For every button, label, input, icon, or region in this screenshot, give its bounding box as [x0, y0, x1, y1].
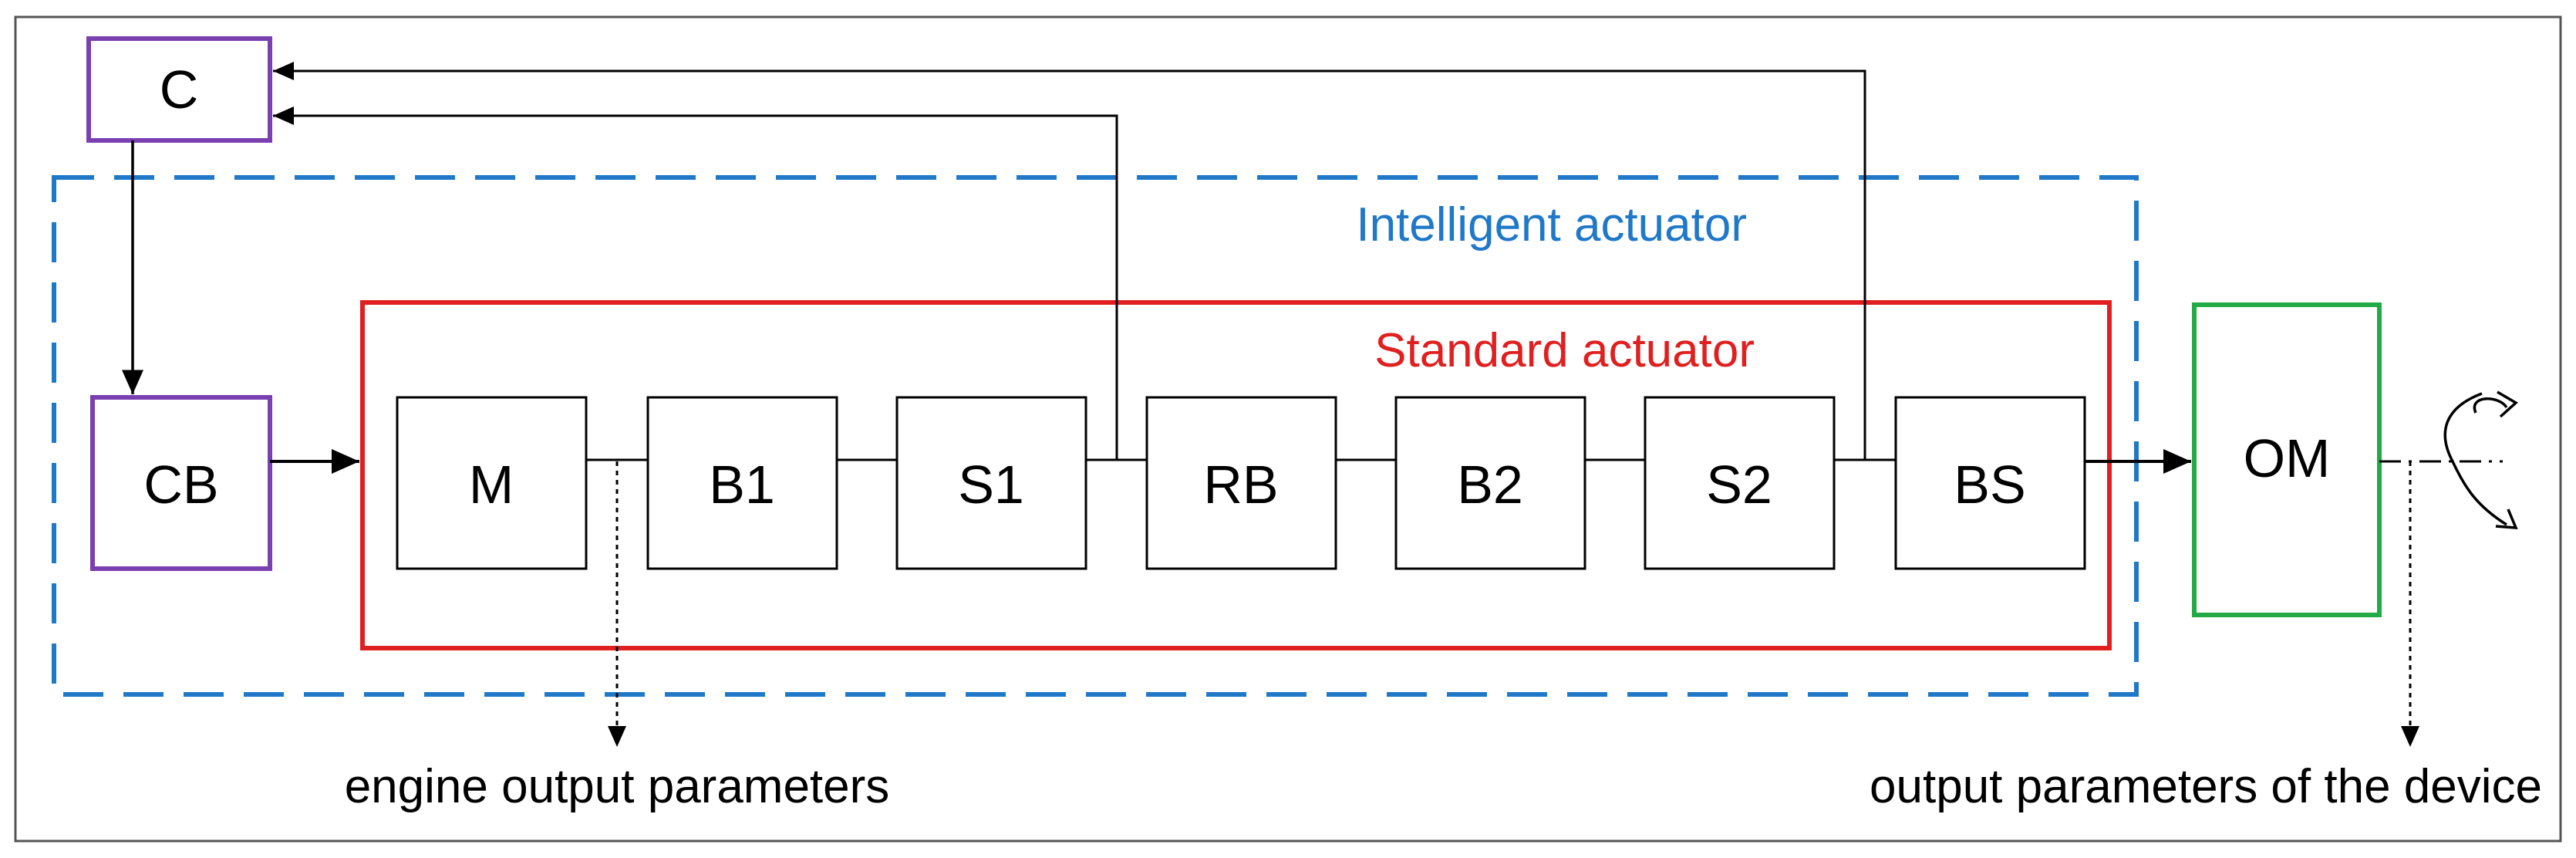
block-bs — [1894, 396, 2086, 570]
intelligent-actuator-boundary — [52, 175, 2139, 697]
block-s1-label: S1 — [958, 454, 1024, 515]
standard-actuator-label: Standard actuator — [1374, 324, 1755, 377]
output-mechanism-block — [2192, 302, 2382, 617]
rotation-icon — [2443, 390, 2518, 529]
control-block-cb — [90, 395, 272, 571]
block-m-label: M — [469, 454, 514, 515]
block-b2-label: B2 — [1457, 454, 1523, 515]
block-rb-label: RB — [1203, 454, 1278, 515]
figure-frame — [14, 15, 2562, 843]
device-output-parameters-label: output parameters of the device — [1870, 760, 2542, 813]
block-b1-label: B1 — [709, 454, 775, 515]
controller-label: C — [160, 59, 199, 120]
block-s2 — [1644, 396, 1836, 570]
controller-block — [86, 36, 272, 143]
feedback-s2-to-c — [273, 62, 1866, 460]
block-rb — [1145, 396, 1337, 570]
block-bs-label: BS — [1954, 454, 2025, 515]
block-b1 — [646, 396, 838, 570]
intelligent-actuator-label: Intelligent actuator — [1356, 198, 1747, 252]
block-s1 — [895, 396, 1087, 570]
standard-actuator-boundary — [360, 300, 2112, 650]
om-label: OM — [2244, 428, 2331, 488]
block-s2-label: S2 — [1706, 454, 1772, 515]
block-m — [396, 396, 588, 570]
engine-output-parameters-label: engine output parameters — [345, 760, 890, 813]
feedback-s1-to-c — [273, 106, 1118, 460]
block-b2 — [1394, 396, 1586, 570]
cb-label: CB — [143, 454, 218, 515]
